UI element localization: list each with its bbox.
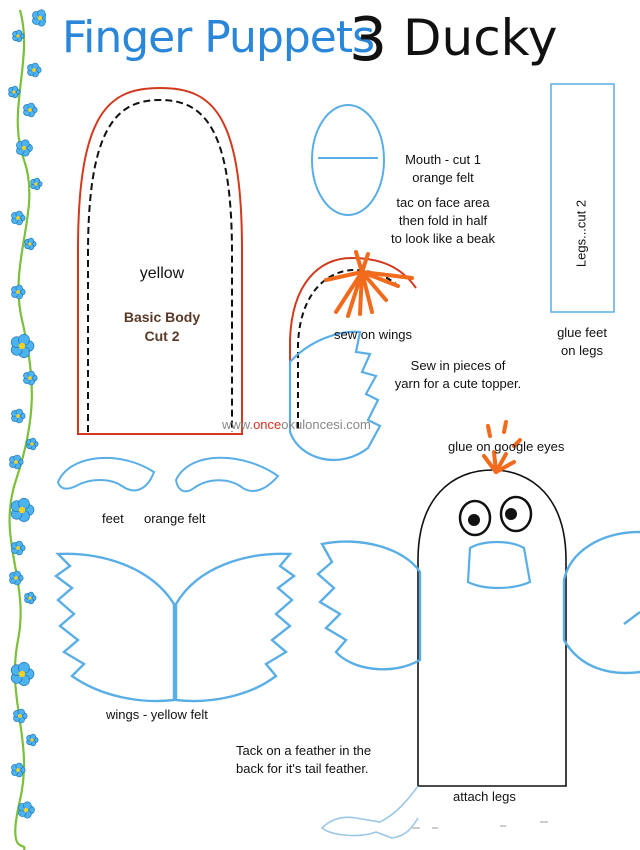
- flower-icon: [30, 177, 43, 191]
- feather-label-line2: back for it's tail feather.: [236, 761, 369, 776]
- flower-icon: [23, 370, 38, 386]
- yarn-topper: [324, 250, 414, 318]
- watermark: www.onceokuloncesi.com: [222, 416, 371, 433]
- foot-left: [56, 456, 156, 492]
- duck-body: [417, 469, 567, 787]
- ground-dashes: [412, 821, 548, 829]
- sew-wings-label: sew on wings: [334, 327, 413, 342]
- flower-icon: [16, 139, 33, 157]
- yarn-label-line2: yarn for a cute topper.: [394, 376, 522, 391]
- flower-icon: [12, 29, 25, 43]
- duck-wing-right: [562, 530, 640, 675]
- mouth-label-tac: tac on face area: [396, 195, 490, 210]
- glue-feet-label: glue feet: [557, 325, 607, 340]
- on-legs-label: on legs: [561, 343, 603, 358]
- duck-feet: [320, 785, 419, 839]
- yarn-label-line1: Sew in pieces of: [410, 358, 506, 373]
- flower-icon: [18, 801, 35, 819]
- flower-vine-border: [8, 9, 46, 850]
- flower-icon: [27, 62, 42, 78]
- body-stitch-line: [87, 98, 233, 432]
- mouth-label-material: orange felt: [412, 170, 474, 185]
- body-name-label: Basic Body: [123, 309, 201, 325]
- googly-eye-right: [499, 495, 533, 533]
- flower-icon: [8, 85, 21, 99]
- watermark-suffix: okuloncesi.com: [281, 417, 371, 432]
- flower-icon: [11, 762, 26, 778]
- mini-body-outline: [289, 256, 417, 430]
- mouth-label-fold: then fold in half: [398, 213, 488, 228]
- legs-label: Legs...cut 2: [573, 199, 589, 268]
- googly-eye-left: [458, 499, 492, 537]
- legs-rectangle: [550, 83, 615, 313]
- wing-right: [174, 552, 297, 703]
- flower-icon: [32, 9, 46, 27]
- wings-label: wings - yellow felt: [106, 707, 208, 722]
- flower-icon: [13, 708, 28, 724]
- google-eyes-label: glue on google eyes: [448, 439, 565, 454]
- wing-left: [53, 552, 176, 703]
- mouth-oval: [311, 104, 385, 216]
- body-outline-cut-line: [77, 86, 243, 435]
- mouth-label-cut: Mouth - cut 1: [405, 152, 481, 167]
- body-cut-label: Cut 2: [144, 328, 180, 344]
- mini-wing: [288, 330, 382, 462]
- flower-icon: [23, 102, 38, 118]
- foot-right: [174, 456, 280, 493]
- flower-icon: [10, 661, 35, 687]
- watermark-highlight: once: [253, 417, 282, 432]
- duck-yarn-tuft: [482, 420, 522, 474]
- flower-icon: [9, 570, 24, 586]
- feet-material-label: orange felt: [144, 511, 206, 526]
- duck-wing-right-edge: [623, 611, 640, 625]
- attach-legs-label: attach legs: [453, 789, 516, 804]
- body-color-label: yellow: [139, 265, 185, 282]
- title-finger-puppets: Finger Puppets: [62, 12, 375, 63]
- feet-label: feet: [102, 511, 124, 526]
- flower-icon: [11, 284, 26, 300]
- flower-icon: [24, 591, 37, 605]
- mouth-label-beak: to look like a beak: [390, 231, 496, 246]
- flower-icon: [11, 210, 26, 226]
- flower-icon: [26, 437, 39, 451]
- watermark-prefix: www.: [222, 417, 254, 432]
- flower-icon: [24, 237, 37, 251]
- duck-wing-left: [316, 540, 422, 671]
- flower-icon: [11, 540, 26, 556]
- feather-label-line1: Tack on a feather in the: [236, 743, 372, 758]
- duck-beak: [466, 540, 532, 590]
- title-ducky: Ducky: [403, 9, 558, 67]
- flower-icon: [10, 497, 35, 523]
- flower-icon: [11, 408, 26, 424]
- flower-icon: [9, 454, 24, 470]
- vine-stem: [8, 9, 33, 850]
- flower-icon: [26, 733, 39, 747]
- title-number: 3: [349, 5, 388, 75]
- flower-icon: [10, 333, 35, 359]
